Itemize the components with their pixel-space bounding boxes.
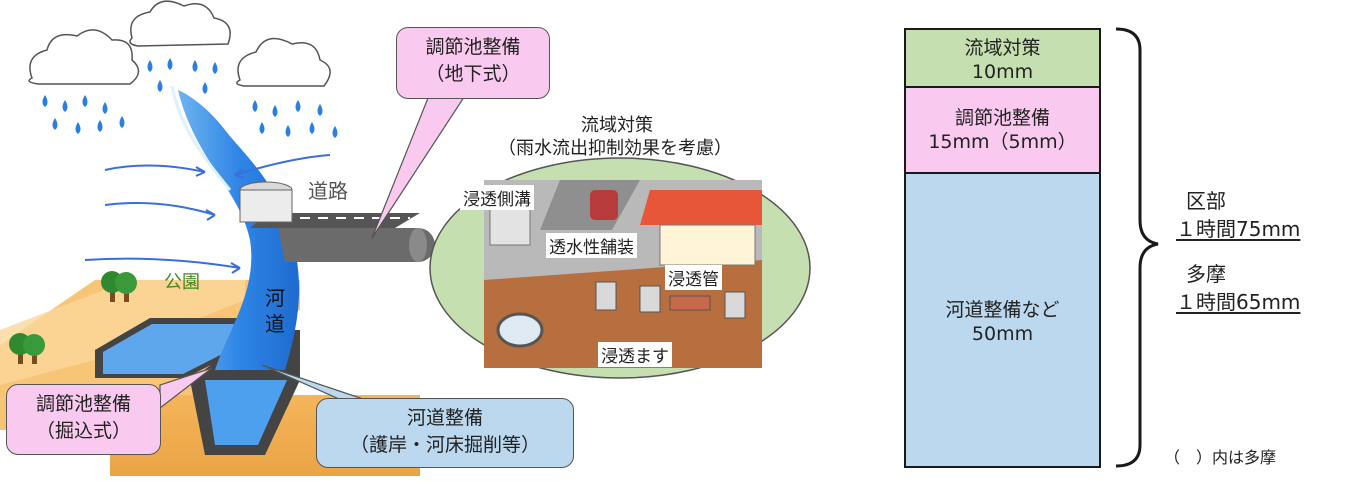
callout-underground-pond: 調節池整備 （地下式） xyxy=(396,27,550,99)
note: （ ）内は多摩 xyxy=(1164,448,1277,467)
basin-item-pipe: 浸透管 xyxy=(665,265,722,290)
callout-underground-pond-line1: 調節池整備 xyxy=(425,36,521,58)
bar-river-works-value: 50mm xyxy=(971,323,1034,345)
callout-river-works: 河道整備 （護岸・河床掘削等） xyxy=(316,398,574,468)
basin-subtitle: （雨水流出抑制効果を考慮） xyxy=(498,138,732,159)
callout-river-works-line1: 河道整備 xyxy=(406,407,483,429)
basin-item-basin-box: 浸透ます xyxy=(598,342,672,367)
rain-clouds xyxy=(28,0,331,87)
callout-dugout-pond: 調節池整備 （掘込式） xyxy=(6,384,161,455)
total-brace xyxy=(1115,27,1159,468)
basin-item-pavement: 透水性舗装 xyxy=(546,233,637,258)
bar-basin-measures-name: 流域対策 xyxy=(964,37,1041,59)
ward-value: １時間75mm xyxy=(1176,217,1301,241)
bar-retention-pond-value: 15mm（5mm） xyxy=(928,131,1077,153)
dugout-pond-shape xyxy=(95,318,245,378)
wind-arrows xyxy=(84,154,331,274)
river-channel-shape xyxy=(170,85,300,455)
rain-drops xyxy=(42,58,338,138)
tama-value: １時間65mm xyxy=(1176,290,1301,314)
bar-basin-measures: 流域対策 10mm xyxy=(904,28,1101,88)
basin-title: 流域対策 xyxy=(581,115,653,136)
trees xyxy=(9,271,137,364)
bar-retention-pond-name: 調節池整備 xyxy=(954,107,1050,129)
callout-dugout-pond-line1: 調節池整備 xyxy=(35,393,131,415)
basin-item-side-ditch: 浸透側溝 xyxy=(460,185,534,210)
tama-label: 多摩 xyxy=(1186,262,1226,286)
park-label: 公園 xyxy=(164,272,200,293)
bar-basin-measures-value: 10mm xyxy=(971,61,1034,83)
bar-river-works-name: 河道整備など xyxy=(945,299,1060,321)
road-label: 道路 xyxy=(308,179,348,203)
callout-river-works-line2: （護岸・河床掘削等） xyxy=(349,434,540,456)
bar-river-works: 河道整備など 50mm xyxy=(904,172,1101,468)
ward-label: 区部 xyxy=(1186,189,1226,213)
river-label-2: 道 xyxy=(265,312,285,336)
bar-retention-pond: 調節池整備 15mm（5mm） xyxy=(904,86,1101,174)
callout-underground-pond-line2: （地下式） xyxy=(425,63,521,85)
river-label-1: 河 xyxy=(265,286,285,310)
callout-dugout-pond-line2: （掘込式） xyxy=(35,420,131,442)
